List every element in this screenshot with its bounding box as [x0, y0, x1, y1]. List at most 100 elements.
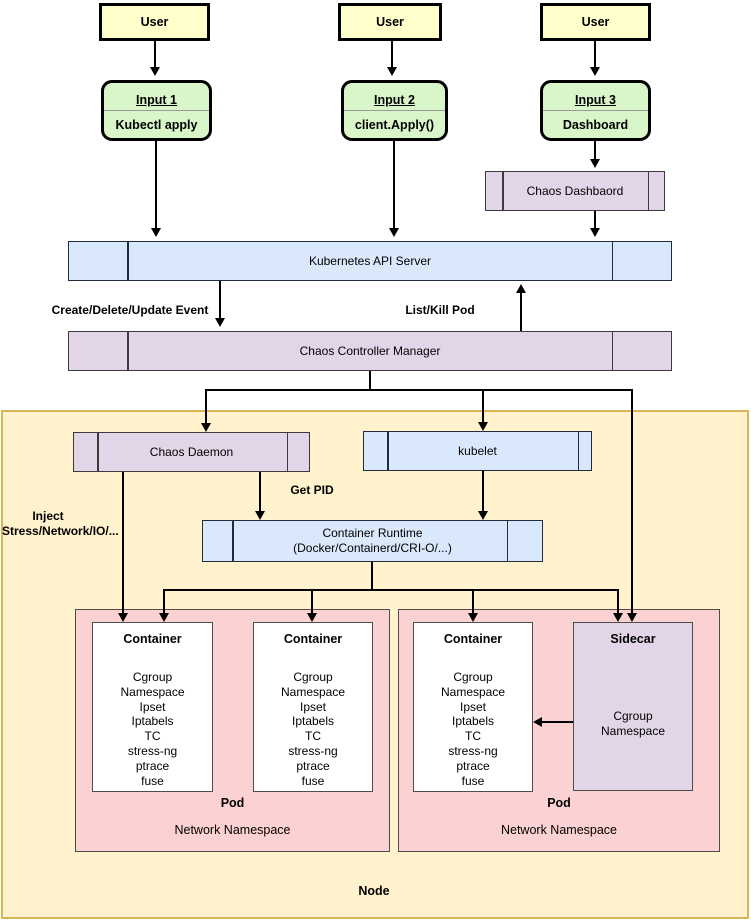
- user-label: User: [376, 15, 404, 29]
- user-label: User: [581, 15, 610, 29]
- edge-input2-api-arrowhead: [389, 228, 399, 237]
- chaos-daemon-label: Chaos Daemon: [149, 445, 234, 459]
- feature-item: fuse: [461, 773, 485, 788]
- get-pid-label: Get PID: [290, 483, 334, 497]
- edge-input3-dashboard-line: [594, 141, 596, 160]
- edge-inject-line: [122, 472, 124, 613]
- input-title: Input 1: [136, 93, 177, 107]
- sidecar-title: Sidecar: [610, 632, 656, 646]
- input-box-1: Input 1 Kubectl apply: [101, 80, 212, 141]
- divider: [611, 332, 613, 370]
- feature-item: Cgroup: [132, 670, 173, 684]
- edge-dashboard-api-line: [594, 211, 596, 229]
- create-delete-update-event-label: Create/Delete/Update Event: [51, 303, 209, 317]
- edge-ccm-kubelet-line: [482, 389, 484, 422]
- divider: [387, 432, 389, 470]
- edge-ccm-sidecar-line: [631, 389, 633, 613]
- divider: [286, 433, 288, 471]
- edge-input1-api-line: [155, 141, 157, 229]
- input-subtitle: Dashboard: [562, 117, 629, 132]
- inject-label-line2: Stress/Network/IO/...: [2, 524, 119, 538]
- feature-item: TC: [465, 729, 481, 744]
- input-box-2: Input 2 client.Apply(): [341, 80, 448, 141]
- edge-sidecar-container3-arrowhead: [533, 717, 542, 727]
- edge-runtime-sidecar-line: [617, 589, 619, 613]
- edge-ccm-api-line: [520, 292, 522, 331]
- divider: [97, 433, 99, 471]
- edge-input3-dashboard-arrowhead: [590, 159, 600, 168]
- divider: [647, 172, 649, 210]
- divider: [611, 242, 613, 280]
- container-title: Container: [123, 632, 182, 646]
- edge-daemon-runtime-arrowhead: [255, 511, 265, 520]
- input-separator: [104, 110, 209, 111]
- feature-item: TC: [144, 729, 161, 744]
- edge-api-ccm-line: [219, 281, 221, 319]
- container-title: Container: [283, 632, 343, 646]
- controller-manager-label: Chaos Controller Manager: [299, 344, 441, 358]
- feature-item: Ipset: [459, 699, 486, 714]
- edge-input1-api-arrowhead: [151, 228, 161, 237]
- feature-item: Namespace: [440, 684, 506, 699]
- edge-runtime-container1-line: [163, 589, 165, 613]
- divider: [577, 432, 579, 470]
- edge-ccm-branch-stem: [369, 371, 371, 390]
- edge-api-ccm-arrowhead: [215, 318, 225, 327]
- inject-label: Inject Stress/Network/IO/...: [2, 509, 119, 539]
- container-runtime-label-line1: Container Runtime: [322, 526, 423, 540]
- input-box-3: Input 3 Dashboard: [540, 80, 651, 141]
- pod-label: Pod: [547, 796, 571, 810]
- feature-item: ptrace: [456, 758, 490, 773]
- input-title: Input 3: [575, 93, 616, 107]
- network-namespace-label: Network Namespace: [174, 823, 291, 837]
- input-separator: [543, 110, 648, 111]
- edge-ccm-daemon-line: [205, 389, 207, 423]
- feature-item: ptrace: [135, 758, 170, 773]
- feature-item: stress-ng: [448, 743, 498, 758]
- edge-runtime-container2-arrowhead: [307, 613, 317, 622]
- chaos-daemon-bar: Chaos Daemon: [73, 432, 310, 472]
- edge-user3-input3-arrowhead: [590, 67, 600, 76]
- divider: [127, 242, 129, 280]
- feature-item: Cgroup: [453, 670, 493, 684]
- chaos-dashboard-bar: Chaos Dashbaord: [485, 171, 665, 211]
- feature-item: Iptabels: [291, 714, 335, 729]
- feature-item: ptrace: [296, 758, 330, 773]
- user-box-3: User: [540, 3, 651, 41]
- edge-user3-input3-line: [594, 41, 596, 67]
- edge-kubelet-runtime-line: [482, 471, 484, 511]
- edge-user2-input2-arrowhead: [387, 67, 397, 76]
- edge-ccm-api-arrowhead: [516, 284, 526, 293]
- feature-item: Iptabels: [451, 714, 495, 729]
- edge-runtime-branch-stem: [371, 562, 373, 590]
- feature-item: Iptabels: [131, 714, 174, 729]
- edge-runtime-container2-line: [311, 589, 313, 613]
- input-subtitle: client.Apply(): [354, 117, 435, 132]
- node-label: Node: [358, 884, 390, 898]
- edge-runtime-container3-line: [472, 589, 474, 613]
- edge-ccm-daemon-arrowhead: [201, 423, 211, 432]
- edge-ccm-kubelet-arrowhead: [478, 422, 488, 431]
- edge-input2-api-line: [393, 141, 395, 229]
- feature-item: Namespace: [120, 684, 185, 699]
- pod-label: Pod: [220, 796, 245, 810]
- container-runtime-label-line2: (Docker/Containerd/CRI-O/...): [293, 541, 452, 555]
- list-kill-pod-label: List/Kill Pod: [405, 303, 475, 317]
- divider: [502, 172, 504, 210]
- feature-item: Cgroup: [293, 670, 333, 684]
- edge-user1-input1-arrowhead: [150, 67, 160, 76]
- edge-daemon-runtime-line: [259, 472, 261, 511]
- edge-sidecar-container3-line: [542, 721, 573, 723]
- edge-dashboard-api-arrowhead: [590, 228, 600, 237]
- feature-item: Ipset: [139, 699, 166, 714]
- input-title: Input 2: [374, 93, 415, 107]
